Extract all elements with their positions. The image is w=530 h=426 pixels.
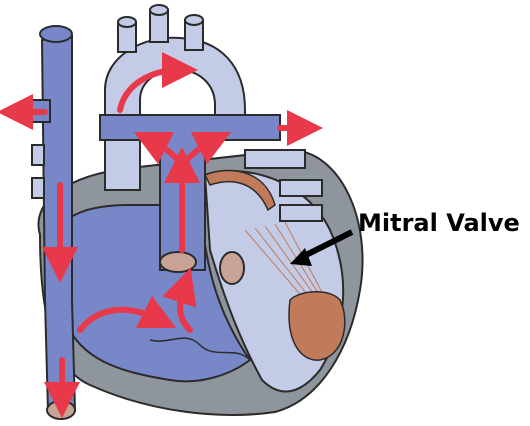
pulmonary-vein-3 xyxy=(280,205,322,221)
vein-stub-left-1 xyxy=(32,145,44,165)
mitral-valve-label: Mitral Valve xyxy=(358,209,520,237)
vessel-cap-top xyxy=(40,26,72,42)
vein-stub-left-2 xyxy=(32,178,44,198)
papillary-muscle xyxy=(289,292,345,360)
pulmonary-valve xyxy=(160,252,196,272)
pulmonary-vein-2 xyxy=(280,180,322,196)
vessel-cap-bottom xyxy=(47,401,75,419)
aorta-cap-2 xyxy=(150,5,168,15)
aorta-cap-3 xyxy=(185,15,203,25)
aorta-cap-1 xyxy=(118,17,136,27)
aortic-valve xyxy=(220,252,244,284)
pulmonary-vein-1 xyxy=(245,150,305,168)
